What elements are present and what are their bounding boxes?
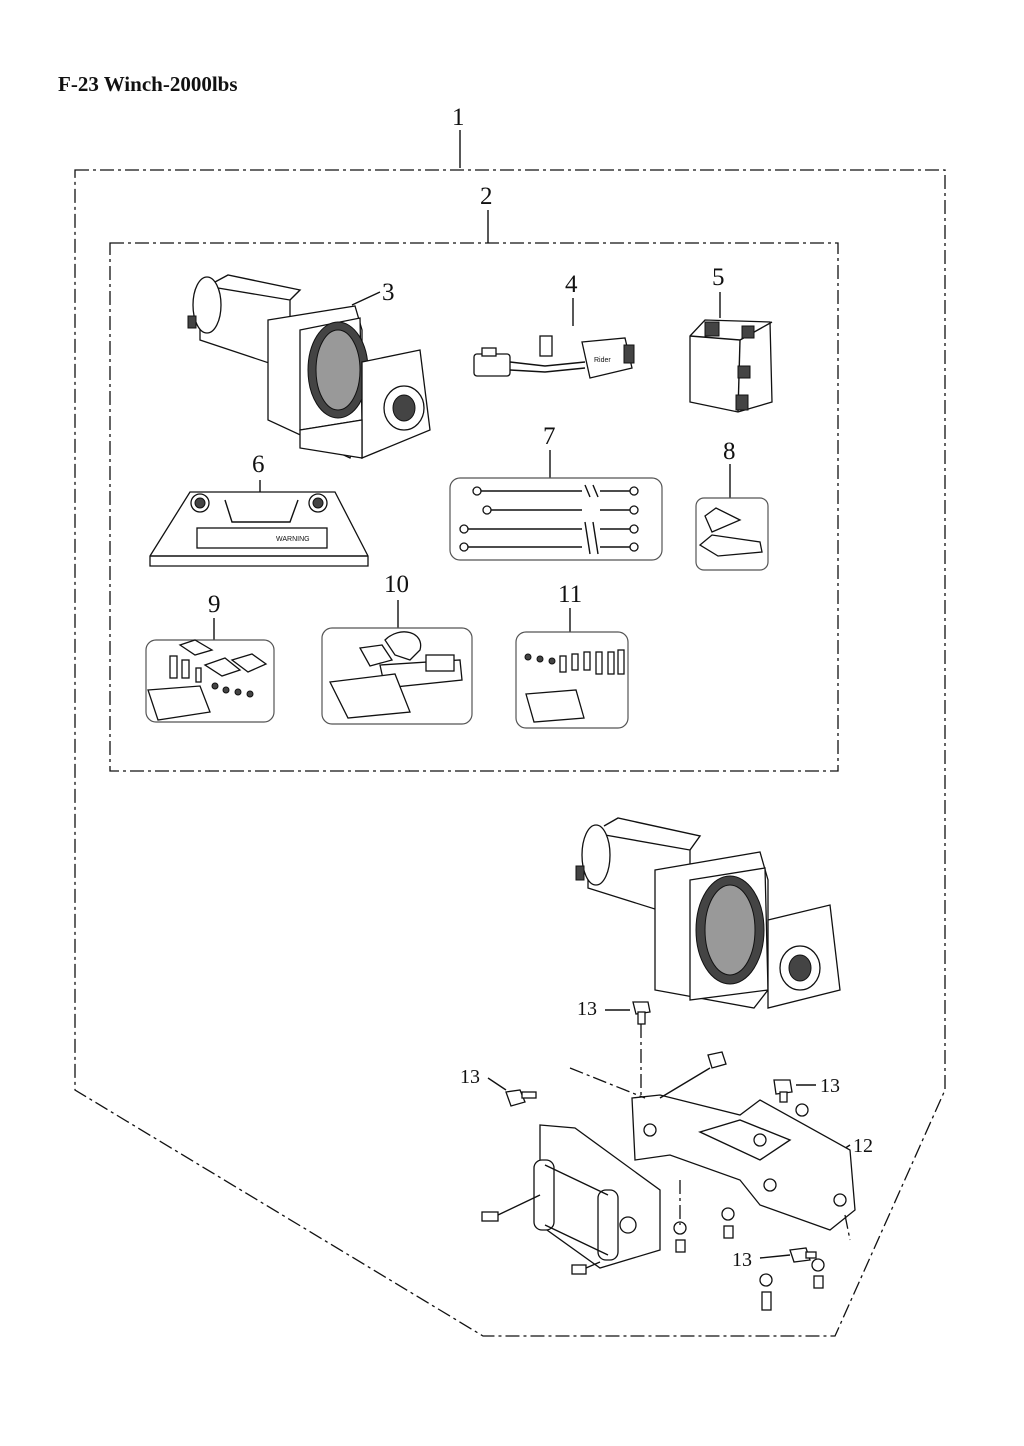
callout-4: 4 <box>565 271 578 298</box>
callout-13-right: 13 <box>820 1075 840 1097</box>
callout-9: 9 <box>208 591 221 618</box>
callout-8: 8 <box>723 438 736 465</box>
installed-winch <box>575 817 841 1009</box>
callout-2: 2 <box>480 183 493 210</box>
hook-strap-part-10 <box>321 600 473 725</box>
roller-fairlead <box>533 1124 661 1269</box>
bolt-kit-part-11 <box>515 608 629 729</box>
page-title: F-23 Winch-2000lbs <box>58 72 238 96</box>
callout-1: 1 <box>452 104 465 131</box>
switch-brand-label: Rider <box>594 357 611 364</box>
callout-6: 6 <box>252 451 265 478</box>
mount-bracket-part-12 <box>569 1067 856 1241</box>
cable-1 <box>472 486 639 496</box>
callout-7: 7 <box>543 423 556 450</box>
bolt-13-right <box>773 1079 816 1117</box>
mount-plate-part-6: WARNING <box>149 480 369 567</box>
bolt-13-bottom <box>759 1247 817 1263</box>
callout-13-left: 13 <box>460 1066 480 1088</box>
callout-13-top: 13 <box>577 998 597 1020</box>
contactor-part-5 <box>689 292 773 413</box>
hardware-kit-part-9 <box>145 618 275 723</box>
cable-3 <box>459 524 639 534</box>
nuts-washers <box>481 1051 825 1311</box>
kit-2-boundary <box>109 210 839 772</box>
cable-4 <box>459 542 639 552</box>
bolt-13-top <box>605 1001 651 1098</box>
callout-10: 10 <box>384 571 409 598</box>
cable-set-part-7 <box>449 450 663 561</box>
callout-12: 12 <box>853 1135 873 1157</box>
cable-2 <box>482 505 639 515</box>
winch-part-3 <box>187 274 431 459</box>
callout-11: 11 <box>558 581 582 608</box>
callout-13-bottom: 13 <box>732 1249 752 1271</box>
assembly-1-boundary <box>74 130 946 1337</box>
callout-3: 3 <box>382 279 395 306</box>
callout-5: 5 <box>712 264 725 291</box>
warning-label: WARNING <box>276 536 310 543</box>
switch-harness-part-4: Rider <box>473 298 635 379</box>
handles-part-8 <box>695 464 769 571</box>
bolt-13-left <box>487 1077 537 1107</box>
